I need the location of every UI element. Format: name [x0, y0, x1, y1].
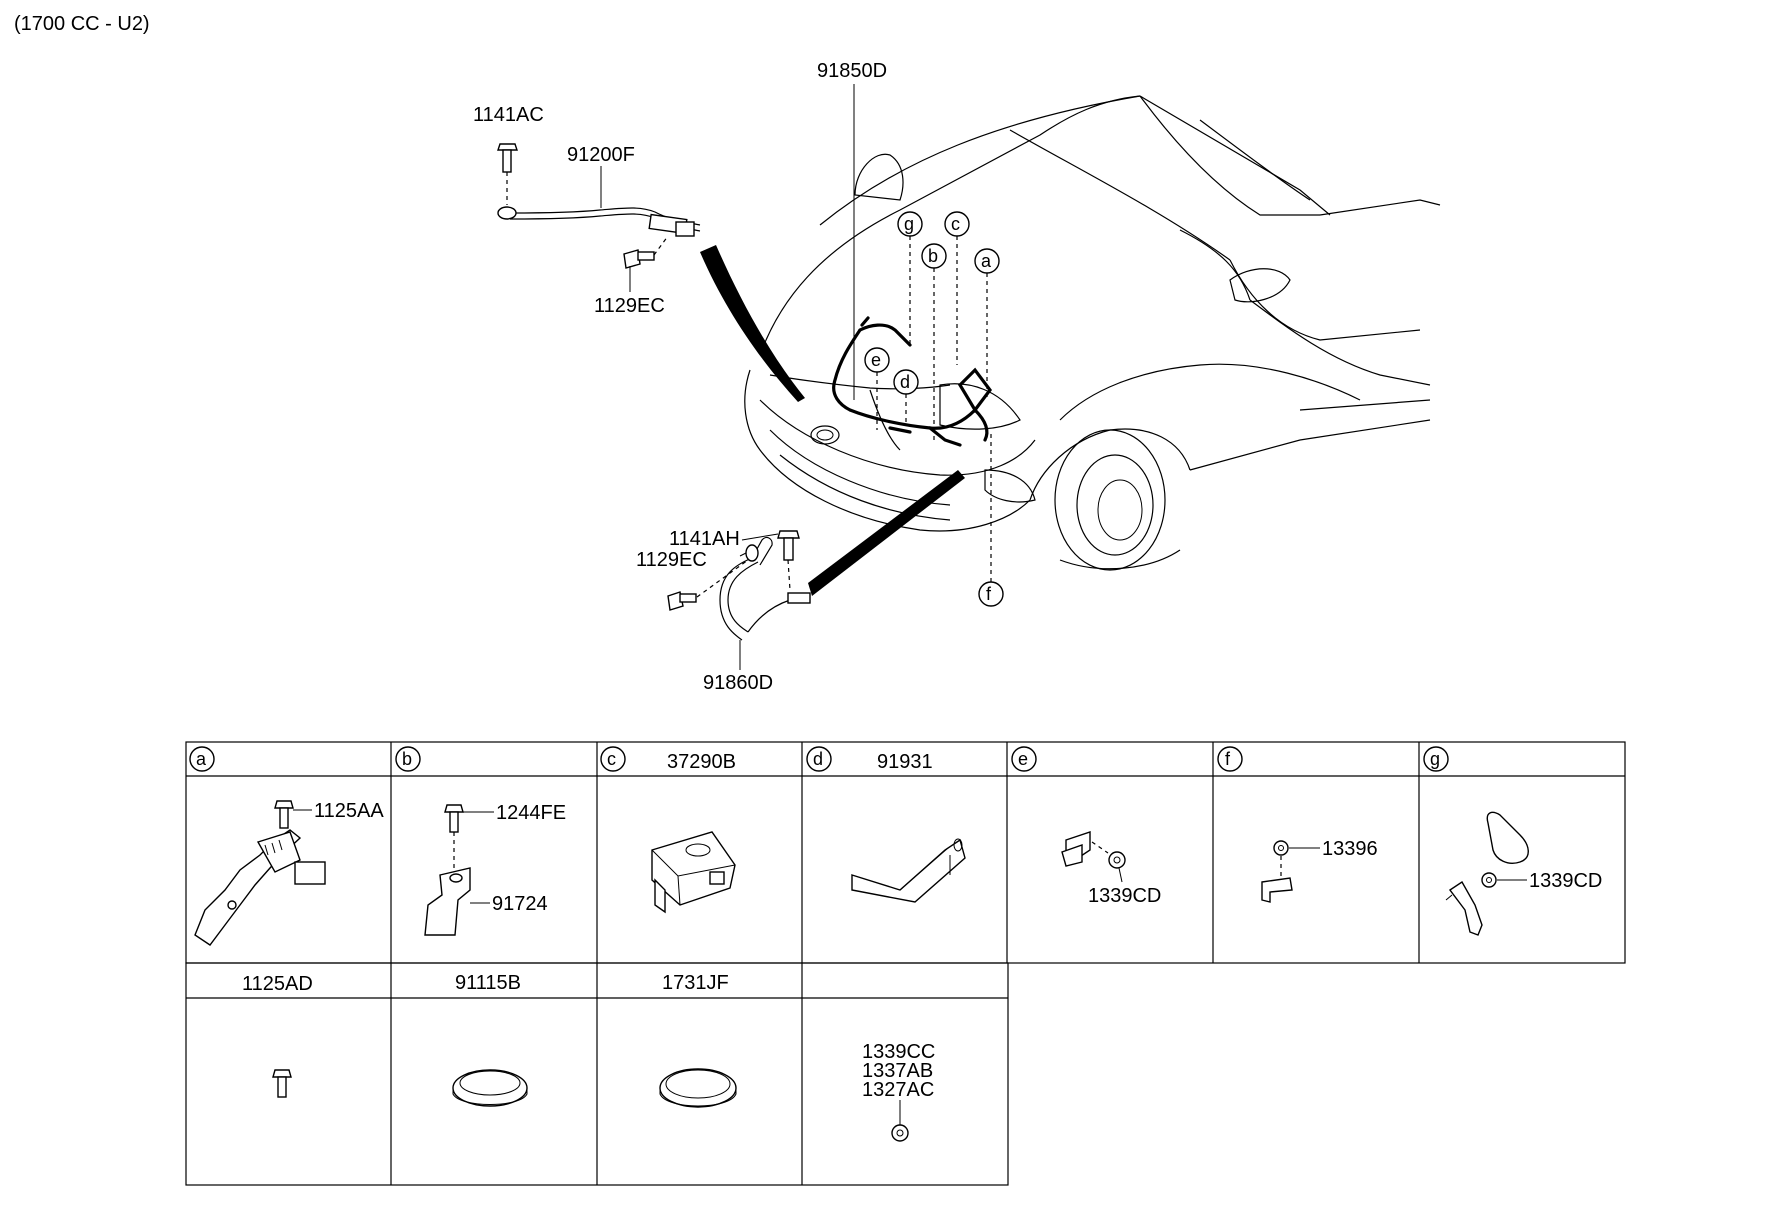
cell-e-parts [1061, 831, 1126, 869]
engine-label: (1700 CC - U2) [14, 13, 150, 35]
callout-91850D: 91850D [817, 60, 887, 82]
marker-e: e [864, 347, 890, 373]
callout-91200F: 91200F [567, 144, 635, 166]
table-title-91931: 91931 [877, 751, 933, 773]
cell-g-parts [1445, 811, 1529, 936]
table-title-37290B: 37290B [667, 751, 736, 773]
svg-text:g: g [1430, 749, 1440, 769]
marker-d: d [893, 369, 919, 395]
svg-text:f: f [986, 584, 992, 604]
svg-text:b: b [402, 749, 412, 769]
table-header-d: d [806, 746, 832, 772]
svg-text:e: e [871, 350, 881, 370]
bolt-1129EC-top [623, 249, 655, 269]
cell-d-bracket [851, 838, 966, 903]
leader-91860D [808, 470, 965, 596]
leader-91200F [700, 245, 805, 402]
marker-a: a [974, 248, 1000, 274]
bolt-1141AC [497, 143, 518, 173]
svg-text:b: b [928, 246, 938, 266]
table-header-c: c [600, 746, 626, 772]
marker-f: f [978, 581, 1004, 607]
svg-text:d: d [900, 372, 910, 392]
cell-f-label-13396: 13396 [1322, 838, 1378, 860]
cell-b-label-1244FE: 1244FE [496, 802, 566, 824]
callout-1129EC-top: 1129EC [594, 295, 665, 317]
svg-text:a: a [196, 749, 207, 769]
svg-text:d: d [813, 749, 823, 769]
cell-a-label-1125AA: 1125AA [314, 800, 384, 822]
marker-b: b [921, 243, 947, 269]
svg-text:c: c [951, 214, 960, 234]
marker-g: g [897, 211, 923, 237]
cell-b-label-91724: 91724 [492, 893, 548, 915]
cell-nut [891, 1124, 909, 1142]
svg-text:e: e [1018, 749, 1028, 769]
table-header-b: b [395, 746, 421, 772]
bolt-1129EC-bottom [667, 591, 697, 611]
cell-c-cover [651, 831, 736, 914]
cell-label-1327AC: 1327AC [862, 1079, 934, 1101]
cell-label-1339CC: 1339CC [862, 1041, 935, 1063]
battery-cable-91200F [497, 206, 701, 237]
callout-1141AH: 1141AH [669, 528, 740, 550]
cell-1731JF-grommet [659, 1068, 737, 1108]
svg-text:a: a [981, 251, 992, 271]
car-illustration [744, 95, 1441, 571]
cell-f-parts [1261, 840, 1293, 903]
table-title-1731JF: 1731JF [662, 972, 729, 994]
marker-c: c [944, 211, 970, 237]
bolt-1141AH [777, 530, 800, 561]
callout-91860D: 91860D [703, 672, 773, 694]
svg-text:f: f [1225, 749, 1231, 769]
svg-text:g: g [904, 214, 914, 234]
table-header-f: f [1217, 746, 1243, 772]
cell-91115B-grommet [452, 1069, 528, 1107]
wiring-harness-91850D [832, 316, 992, 447]
cell-label-1337AB: 1337AB [862, 1060, 933, 1082]
table-header-e: e [1011, 746, 1037, 772]
cell-b-parts [424, 804, 471, 936]
cell-e-label-1339CD: 1339CD [1088, 885, 1161, 907]
table-title-1125AD: 1125AD [242, 973, 313, 995]
cell-g-label-1339CD: 1339CD [1529, 870, 1602, 892]
svg-text:c: c [607, 749, 616, 769]
table-header-g: g [1423, 746, 1449, 772]
table-title-91115B: 91115B [455, 972, 521, 994]
cell-1125AD-bolt [272, 1069, 292, 1098]
callout-1141AC: 1141AC [473, 104, 544, 126]
cell-a-bracket [194, 800, 326, 946]
table-header-a: a [189, 746, 215, 772]
parts-table [185, 741, 1626, 1186]
battery-cable-91860D [719, 536, 811, 641]
callout-1129EC-bottom: 1129EC [636, 549, 707, 571]
